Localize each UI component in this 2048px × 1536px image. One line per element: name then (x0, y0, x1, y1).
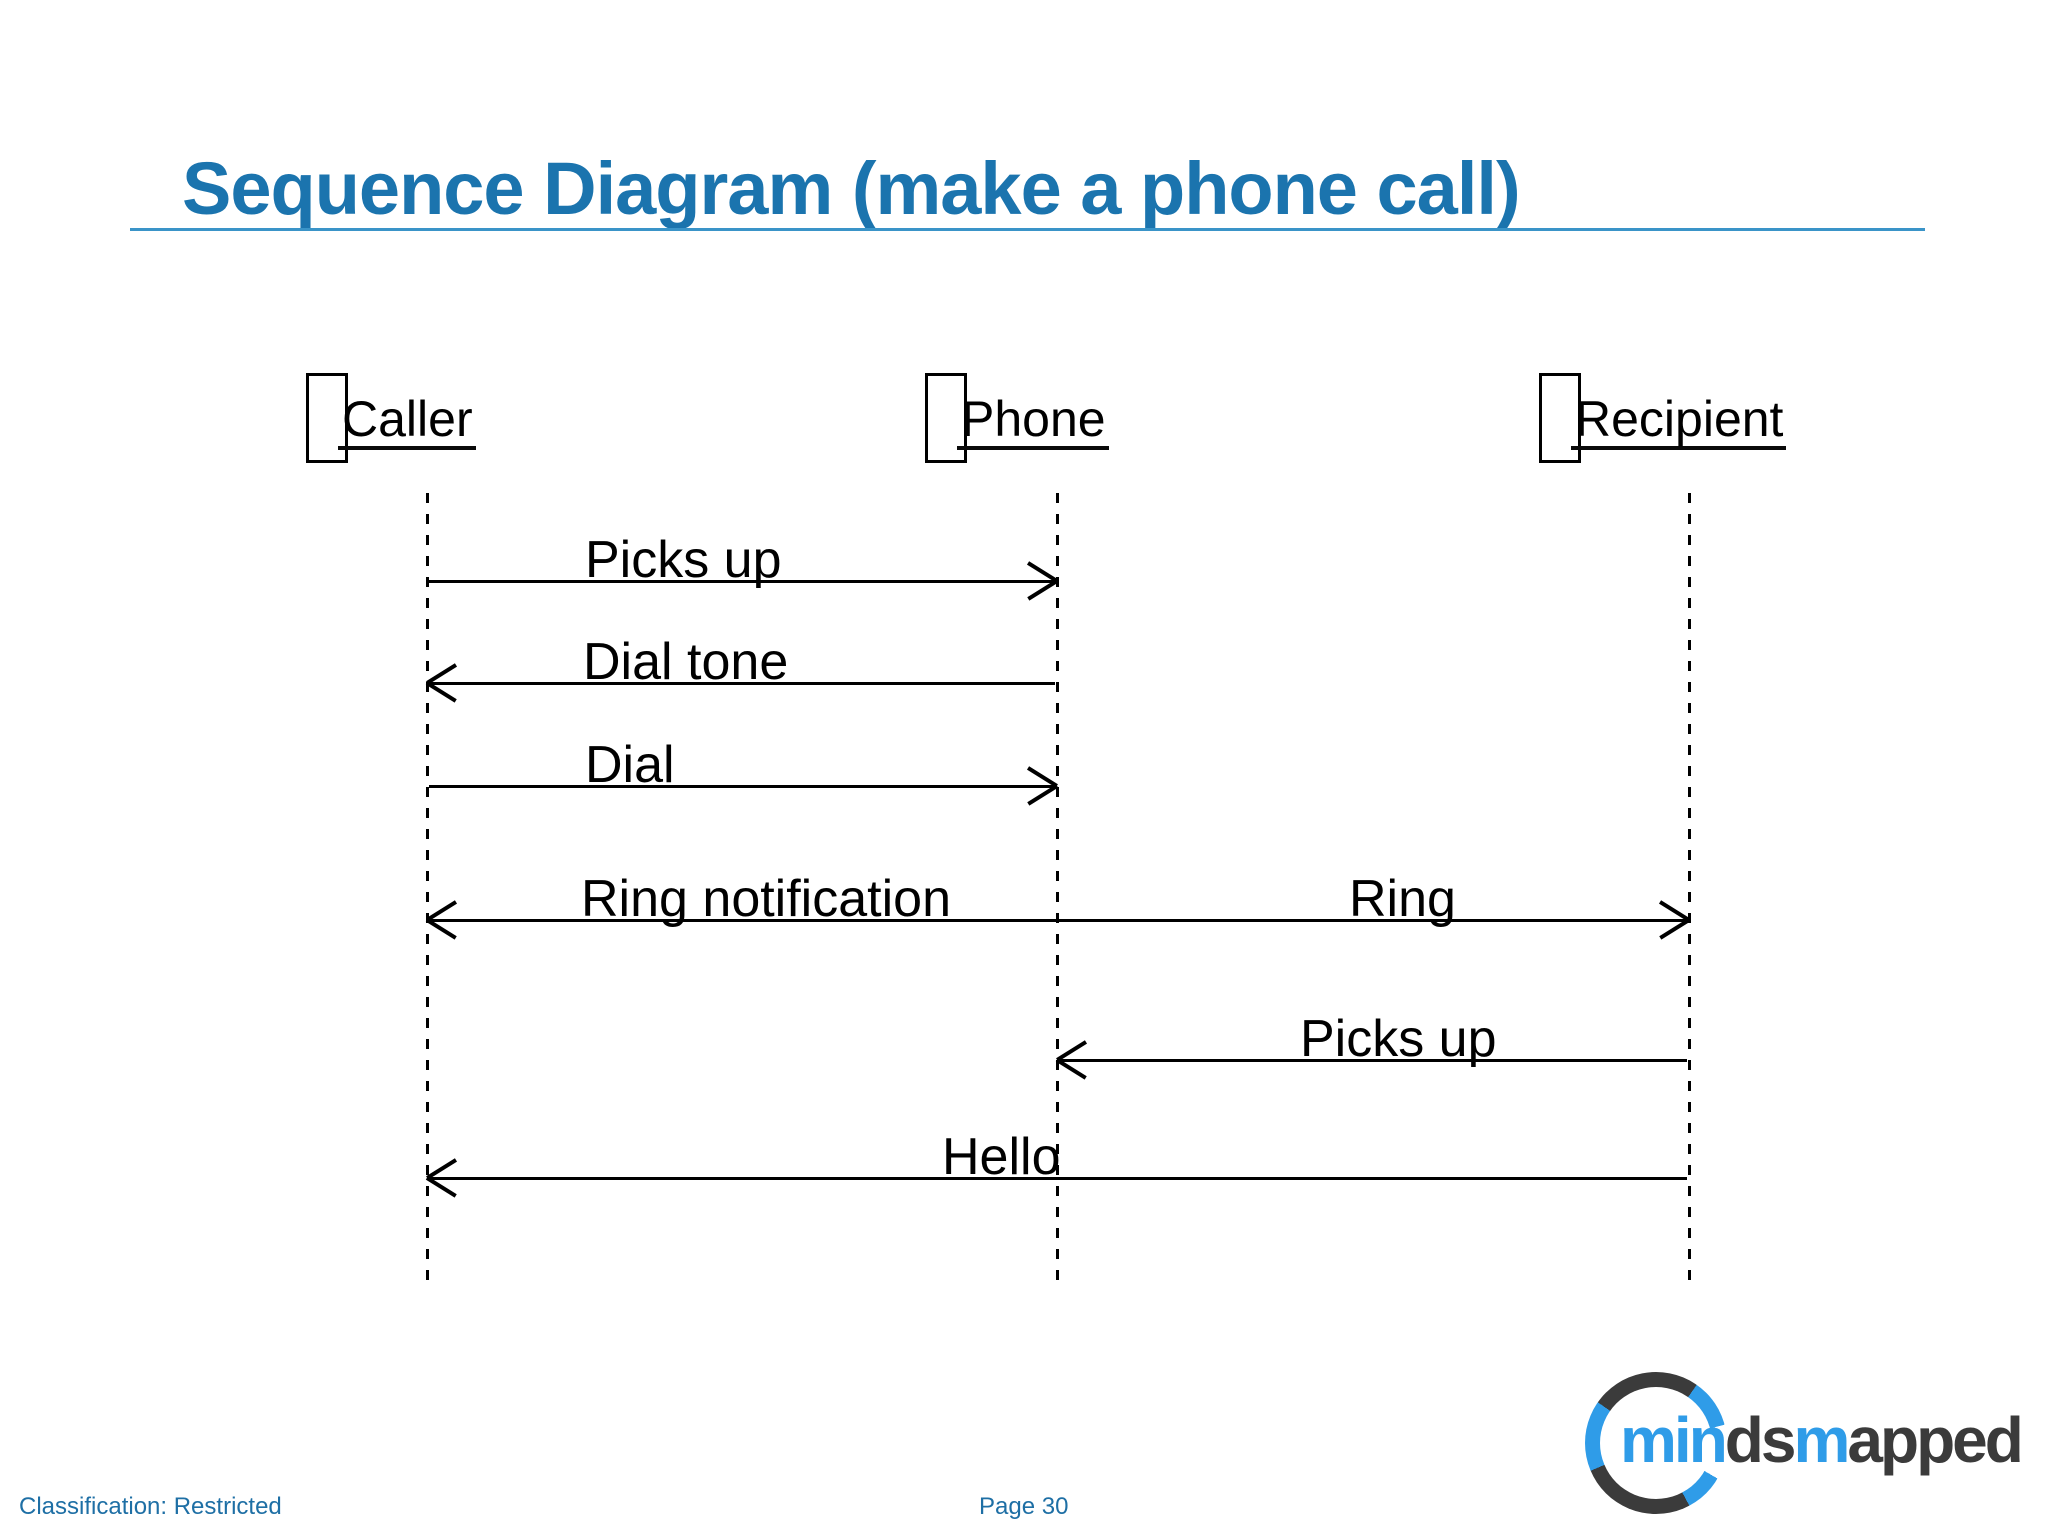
logo-ring-icon (1585, 1372, 1727, 1514)
page-number: Page 30 (979, 1493, 1069, 1520)
message-arrow-line (429, 681, 1055, 685)
logo-ring-hole (1600, 1387, 1712, 1499)
message-arrow-line (429, 579, 1055, 583)
arrowhead-right-icon (1659, 918, 1690, 940)
brand-logo: mindsmapped (1585, 1372, 2045, 1522)
arrowhead-left-icon (1056, 1058, 1087, 1080)
arrowhead-left-icon (426, 1176, 457, 1198)
message-arrow-line (429, 784, 1055, 788)
lifeline-caller (425, 493, 429, 1290)
actor-label-caller: Caller (338, 394, 476, 450)
title-underline-rule (130, 228, 1925, 231)
logo-letter: d (1724, 1404, 1764, 1476)
message-label: Hello (942, 1128, 1061, 1186)
arrowhead-right-icon (1027, 784, 1058, 806)
logo-letter: p (1916, 1404, 1955, 1476)
logo-letter: p (1879, 1404, 1919, 1476)
message-label: Ring (1349, 870, 1456, 928)
logo-wordmark: mindsmapped (1620, 1408, 2024, 1472)
message-label: Dial tone (583, 633, 789, 691)
logo-letter: a (1847, 1404, 1883, 1476)
arrowhead-left-icon (426, 681, 457, 703)
message-label: Dial (585, 736, 675, 794)
logo-letter: e (1952, 1404, 1988, 1476)
logo-letter: i (1673, 1404, 1692, 1476)
actor-label-recipient: Recipient (1571, 394, 1787, 450)
logo-letter: n (1688, 1404, 1728, 1476)
logo-letter: s (1760, 1404, 1797, 1476)
message-arrow-line (1059, 1058, 1687, 1062)
message-label: Picks up (585, 531, 782, 589)
lifeline-recipient (1687, 493, 1691, 1290)
page-title: Sequence Diagram (make a phone call) (182, 146, 1521, 230)
lifeline-phone (1055, 493, 1059, 1290)
message-label: Picks up (1300, 1010, 1497, 1068)
logo-letter: d (1984, 1404, 2024, 1476)
arrowhead-right-icon (1027, 579, 1058, 601)
actor-label-phone: Phone (957, 394, 1109, 450)
logo-letter: m (1620, 1404, 1677, 1476)
message-arrow-line (429, 918, 1687, 922)
logo-letter: m (1793, 1404, 1850, 1476)
message-label: Ring notification (581, 870, 951, 928)
classification-label: Classification: Restricted (19, 1493, 282, 1520)
message-arrow-line (429, 1176, 1687, 1180)
arrowhead-left-icon (426, 918, 457, 940)
